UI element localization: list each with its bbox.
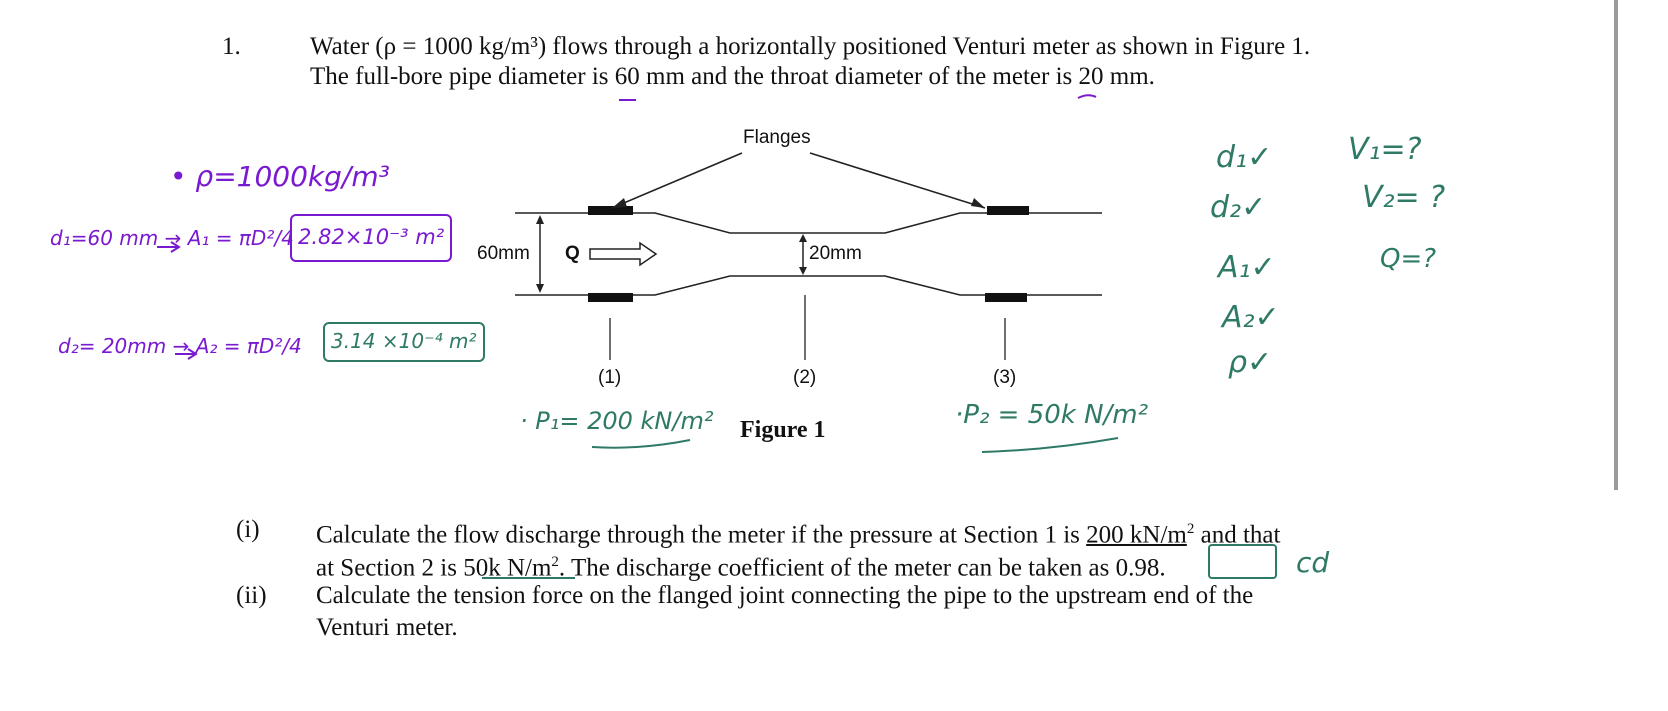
check-d2: d₂✓ [1210, 190, 1267, 225]
flange-bottom-right [985, 293, 1027, 302]
a2-value-box: 3.14 ×10⁻⁴ m² [323, 322, 485, 362]
flange-arrow-left [611, 152, 743, 209]
d2-note: d₂= 20mm → A₂ = πD²/4 [58, 334, 302, 358]
check-rho: ρ✓ [1228, 345, 1273, 380]
flanges-label: Flanges [743, 127, 811, 148]
flange-arrow-right [809, 152, 986, 209]
part-ii-line-2: Venturi meter. [316, 614, 458, 641]
a1-value-box: 2.82×10⁻³ m² [290, 214, 453, 262]
pipe-top-wall [515, 212, 1102, 234]
flow-arrow [589, 241, 658, 267]
rho-note: • ρ=1000kg/m³ [170, 160, 390, 193]
part-i-line-2: at Section 2 is 50k N/m2. The discharge … [316, 554, 1166, 582]
flow-label: Q [565, 243, 580, 264]
section-3-label: (3) [993, 367, 1017, 388]
check-a2: A₂✓ [1222, 300, 1280, 335]
pipe-diameter-label: 60mm [477, 243, 530, 264]
p1-note: · P₁= 200 kN/m² [520, 407, 714, 435]
p2-note: ·P₂ = 50k N/m² [955, 400, 1149, 430]
unknown-v2: V₂= ? [1362, 180, 1446, 215]
cd-note: cd [1296, 546, 1330, 579]
figure-caption: Figure 1 [740, 417, 826, 443]
question-line-2: The full-bore pipe diameter is 60 mm and… [310, 63, 1155, 90]
cd-box [1208, 544, 1277, 579]
flange-bottom-left [588, 293, 633, 302]
check-a1: A₁✓ [1218, 250, 1276, 285]
question-number: 1. [222, 33, 241, 60]
flange-top-left [588, 206, 633, 215]
part-ii-label: (ii) [236, 582, 267, 609]
check-d1: d₁✓ [1216, 140, 1273, 175]
unknown-v1: V₁=? [1348, 132, 1422, 167]
question-line-1: Water (ρ = 1000 kg/m³) flows through a h… [310, 33, 1311, 60]
part-i-line-1: Calculate the flow discharge through the… [316, 521, 1281, 549]
throat-diameter-label: 20mm [809, 243, 862, 264]
section-1-label: (1) [598, 367, 622, 388]
part-i-label: (i) [236, 516, 260, 543]
pipe-bottom-wall [515, 275, 1102, 296]
part-ii-line-1: Calculate the tension force on the flang… [316, 582, 1254, 609]
underline-mark-20 [1077, 94, 1097, 99]
page-edge-shadow [1614, 0, 1618, 490]
section-2-label: (2) [793, 367, 817, 388]
d1-note: d₁=60 mm → A₁ = πD²/4 [50, 226, 294, 250]
flange-top-right [987, 206, 1029, 215]
unknown-q: Q=? [1380, 244, 1437, 274]
